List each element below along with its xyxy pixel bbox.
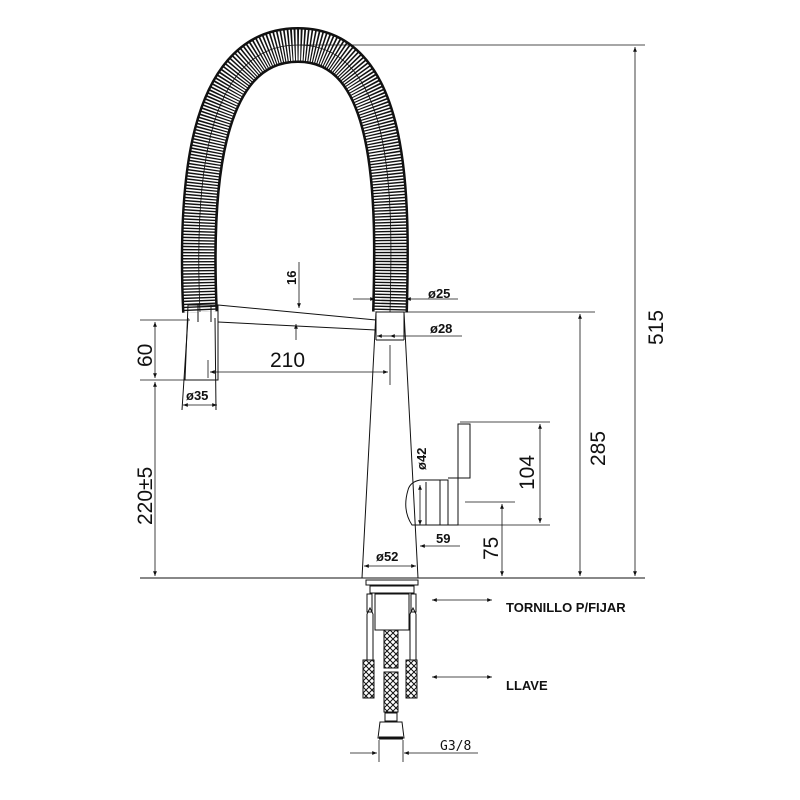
dim-base-diameter: ø52 <box>376 549 398 564</box>
label-thread: G3/8 <box>440 739 471 754</box>
dim-handle-diameter: ø42 <box>414 448 429 470</box>
dim-spout-tip-height: 60 <box>134 344 157 367</box>
dim-body-height: 285 <box>587 431 610 466</box>
dim-spout-reach: 210 <box>270 349 305 372</box>
dim-handle-base-height: 75 <box>480 537 503 560</box>
dim-handle-reach: 59 <box>436 531 450 546</box>
dim-hose-gap: 16 <box>284 271 299 285</box>
lever-handle <box>405 423 471 526</box>
dim-total-height: 515 <box>645 310 668 345</box>
label-valve: LLAVE <box>506 678 548 693</box>
dim-spout-height: 220±5 <box>134 467 157 525</box>
dim-hose-diameter: ø25 <box>428 286 450 301</box>
dimension-lines <box>140 44 645 762</box>
dim-handle-height: 104 <box>516 455 539 490</box>
flexible-hose <box>180 26 409 313</box>
dim-spout-tip-diameter: ø35 <box>186 388 208 403</box>
label-mounting-screw: TORNILLO P/FIJAR <box>506 600 626 615</box>
mounting-hardware <box>140 577 645 740</box>
dim-neck-diameter: ø28 <box>430 321 452 336</box>
